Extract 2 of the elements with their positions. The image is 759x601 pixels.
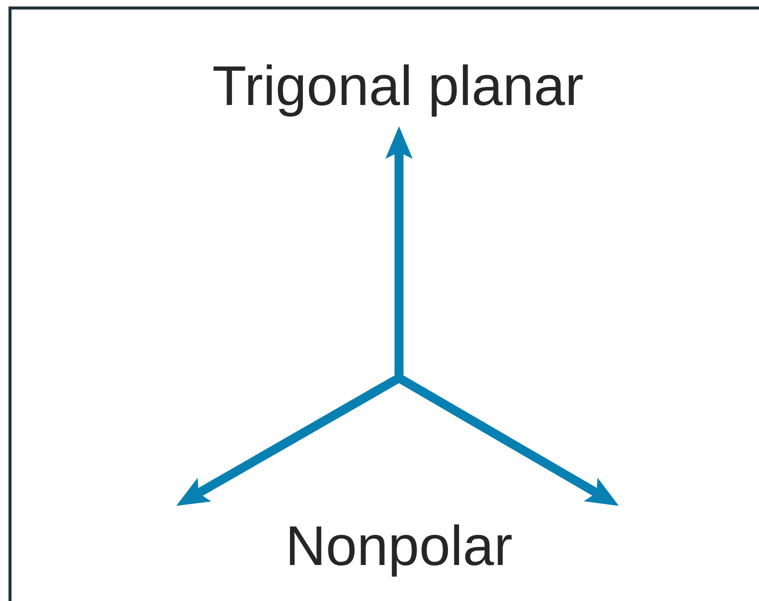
label: Trigonal planar — [214, 64, 583, 117]
label: Nonpolar — [290, 524, 512, 577]
